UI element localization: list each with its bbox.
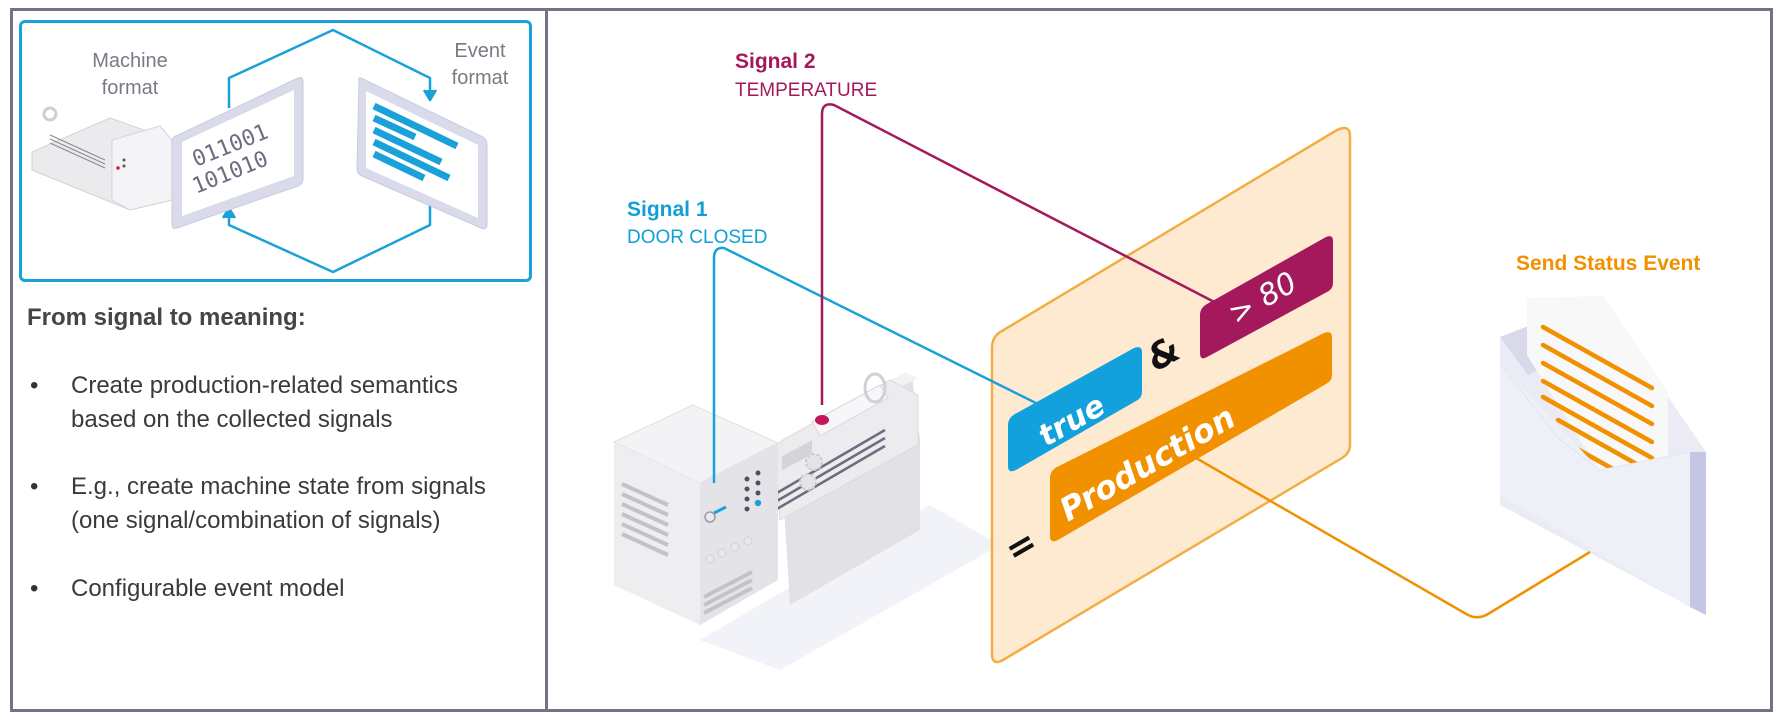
event-format-label-line1: Event (454, 40, 506, 62)
temperature-sensor-icon (815, 415, 829, 425)
machine-format-label: Machine format (80, 48, 180, 102)
machine-format-label-line2: format (101, 77, 159, 99)
signal1-connector-line (712, 246, 1051, 483)
bullet-line: Create production-related semantics (71, 372, 458, 399)
conversion-loop-icon (221, 28, 438, 274)
slide-frame (10, 8, 1773, 712)
signal1-title: Signal 1 (627, 198, 708, 221)
tablet-binary-icon: 011001 101010 (171, 77, 304, 229)
bullet-item: Configurable event model (71, 572, 531, 606)
format-conversion-inset (19, 20, 532, 282)
inset-machine-icon (31, 106, 173, 211)
bullet-item: E.g., create machine state from signals … (71, 470, 531, 538)
rule-panel (990, 126, 1352, 664)
door-switch-icon (704, 511, 716, 523)
section-heading: From signal to meaning: (27, 304, 306, 331)
signal1-subtitle: DOOR CLOSED (627, 227, 768, 248)
bullet-line: E.g., create machine state from signals (71, 473, 486, 500)
envelope-icon (1499, 296, 1706, 615)
machine-shadow (700, 505, 1000, 670)
bullet-line: Configurable event model (71, 575, 345, 602)
machine-format-label-line1: Machine (92, 50, 168, 72)
bullet-line: based on the collected signals (71, 406, 393, 433)
machine-icon (612, 372, 920, 625)
signal2-title: Signal 2 (735, 50, 816, 73)
bullet-dot: • (30, 473, 39, 500)
bullet-item: Create production-related semantics base… (71, 369, 531, 437)
signal2-connector-line (820, 103, 1223, 405)
bullet-dot: • (30, 372, 39, 399)
event-format-label: Event format (440, 38, 520, 92)
bullet-line: (one signal/combination of signals) (71, 507, 441, 534)
signal2-subtitle: TEMPERATURE (735, 80, 878, 101)
tablet-document-icon (356, 77, 488, 230)
bullet-dot: • (30, 575, 39, 602)
event-connector-line (1195, 456, 1591, 619)
event-format-label-line2: format (451, 67, 509, 89)
send-status-event-title: Send Status Event (1516, 252, 1701, 275)
panel-divider (545, 8, 548, 712)
